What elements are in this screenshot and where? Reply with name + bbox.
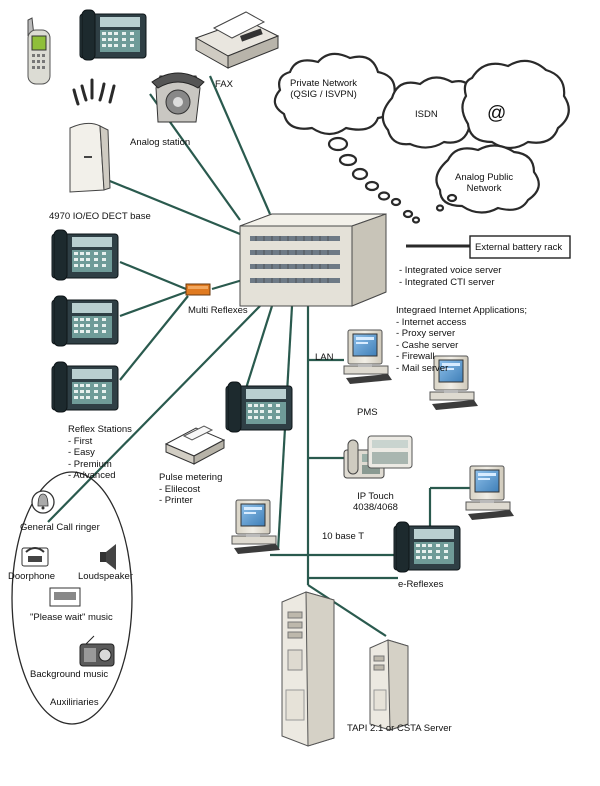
pulse-metering-phone-icon	[225, 381, 293, 433]
internet-app-item: - Internet access	[396, 316, 467, 328]
analog-phone-icon	[151, 72, 205, 123]
pulse-metering-title: Pulse metering	[159, 472, 223, 483]
fax-label: FAX	[215, 79, 233, 90]
reflex-station-item: - Easy	[68, 447, 95, 459]
internet-app-item: - Proxy server	[396, 328, 456, 340]
e-reflexes-label: e-Reflexes	[398, 579, 444, 590]
internet-app-item: - Mail server	[396, 362, 449, 374]
fax-icon	[194, 11, 280, 69]
lan-computer-icon	[231, 499, 281, 555]
lan-label: LAN	[315, 352, 334, 363]
e-reflex-computer-icon	[465, 465, 515, 521]
battery-rack-box	[469, 235, 571, 259]
pms-computer-icon	[343, 329, 393, 385]
loudspeaker-icon	[100, 544, 116, 570]
isdn-label: ISDN	[415, 109, 438, 120]
reflex-station-3-icon	[51, 361, 119, 413]
ip-touch-secondary-icon	[367, 435, 413, 469]
ip-touch-label-line2: 4038/4068	[353, 502, 398, 513]
ip-touch-label-line1: IP Touch	[357, 491, 394, 502]
internet-at-icon: @	[487, 103, 507, 124]
doorphone-label: Doorphone	[8, 571, 56, 582]
dect-base-icon	[69, 122, 111, 193]
reflex-stations-title: Reflex Stations	[68, 424, 132, 435]
reflex-station-1-icon	[51, 229, 119, 281]
analog-public-line2: Network	[466, 183, 502, 194]
secondary-server-tower-icon	[369, 639, 409, 731]
dect-base-label: 4970 IO/EO DECT base	[49, 211, 151, 222]
private-network-line2: (QSIG / ISVPN)	[290, 89, 357, 100]
doorphone-icon	[21, 547, 49, 567]
radio-waves-icon	[72, 78, 116, 106]
private-network-cloud	[273, 52, 397, 136]
e-reflex-phone-icon	[393, 521, 461, 573]
server-features-list: - Integrated voice server - Integrated C…	[399, 265, 501, 288]
bell-icon	[31, 490, 55, 514]
server-feature-item: - Integrated voice server	[399, 265, 502, 276]
reflex-station-item: - First	[68, 435, 93, 447]
analog-public-label: Analog Public Network	[455, 172, 513, 194]
tapi-server-label: TAPI 2.1 or CSTA Server	[347, 723, 452, 734]
background-music-label: Background music	[30, 669, 109, 680]
pbx-server	[239, 213, 387, 307]
connection-lines	[47, 75, 478, 637]
internet-apps-title: Integraed Internet Applications;	[396, 305, 527, 316]
reflex-station-2-icon	[51, 295, 119, 347]
cloud-bubbles	[327, 136, 458, 224]
analog-station-label: Analog station	[130, 137, 191, 148]
auxiliaries-group	[11, 471, 133, 725]
internet-cloud	[461, 59, 570, 150]
analog-public-line1: Analog Public	[455, 172, 514, 183]
reflex-stations-list: Reflex Stations - First - Easy - Premium…	[68, 424, 132, 482]
reflex-station-item: - Advanced	[68, 470, 116, 482]
ten-base-t-label: 10 base T	[322, 531, 365, 542]
reflex-phone-top-icon	[79, 9, 147, 61]
ip-touch-label: IP Touch 4038/4068	[353, 491, 398, 513]
pulse-metering-item: - Elilecost	[159, 483, 201, 495]
loudspeaker-label: Loudspeaker	[78, 571, 133, 582]
printer-icon	[164, 425, 226, 465]
multi-reflexes-adapter-icon	[185, 283, 211, 296]
private-network-line1: Private Network	[290, 78, 358, 89]
dect-handset-icon	[27, 17, 51, 85]
internet-app-item: - Cashe server	[396, 339, 459, 351]
server-feature-item: - Integrated CTI server	[399, 276, 495, 288]
internet-apps-list: Integraed Internet Applications; - Inter…	[396, 305, 527, 375]
auxiliaries-title: Auxiliriaries	[50, 697, 99, 708]
pulse-metering-item: - Printer	[159, 495, 193, 507]
general-call-ringer-label: General Call ringer	[20, 522, 100, 533]
reflex-station-item: - Premium	[68, 458, 112, 470]
multi-reflexes-label: Multi Reflexes	[188, 305, 248, 316]
pms-label: PMS	[357, 407, 378, 418]
pulse-metering-list: Pulse metering - Elilecost - Printer	[159, 472, 222, 507]
radio-icon	[79, 635, 115, 667]
internet-app-item: - Firewall	[396, 351, 435, 363]
analog-public-cloud	[435, 144, 540, 214]
tapi-server-tower-icon	[281, 591, 335, 747]
private-network-label: Private Network (QSIG / ISVPN)	[290, 78, 357, 100]
please-wait-music-label: "Please wait" music	[30, 612, 113, 623]
battery-rack-label: External battery rack	[475, 242, 563, 253]
music-player-icon	[49, 587, 81, 607]
